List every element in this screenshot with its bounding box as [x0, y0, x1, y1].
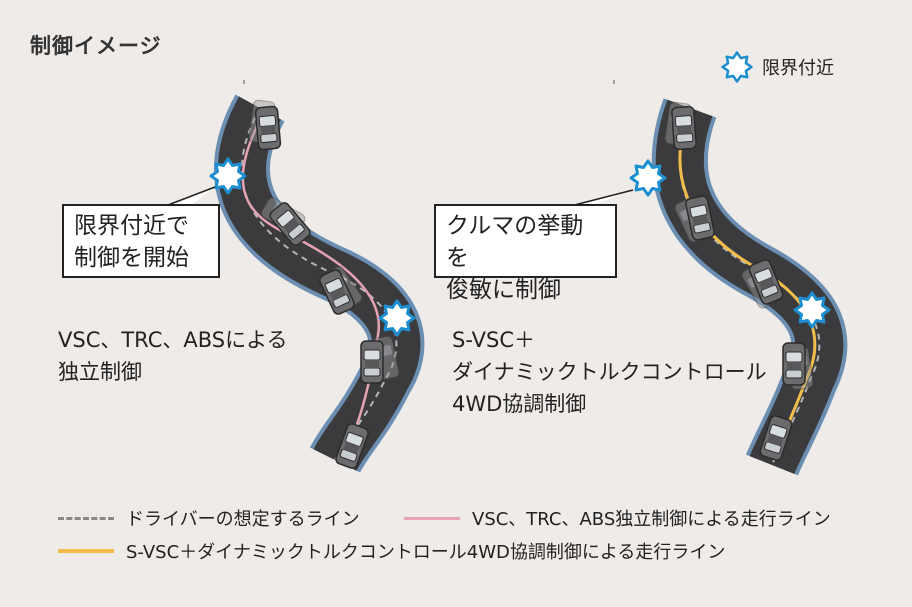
burst-icon — [721, 51, 753, 83]
legend-driver-line: ドライバーの想定するライン — [58, 505, 360, 531]
legend-independent-line: VSC、TRC、ABS独立制御による走行ライン — [404, 505, 831, 531]
limit-legend-label: 限界付近 — [762, 58, 834, 79]
yellow-line-swatch — [58, 549, 114, 553]
left-description: VSC、TRC、ABSによる 独立制御 — [58, 324, 288, 388]
page-title: 制御イメージ — [30, 34, 162, 58]
right-burst-lower — [793, 291, 831, 329]
limit-legend: 限界付近 — [720, 50, 834, 84]
right-callout-line-2: 俊敏に制御 — [446, 277, 561, 303]
left-road — [214, 94, 425, 474]
left-burst-upper — [209, 157, 247, 195]
left-callout-line-2: 制御を開始 — [74, 245, 189, 271]
left-callout-line-1: 限界付近で — [74, 213, 189, 239]
legend-coordinated-line-label: S-VSC＋ダイナミックトルクコントロール4WD協調制御による走行ライン — [126, 542, 726, 563]
pink-line-swatch — [404, 516, 460, 520]
right-description-line-2: ダイナミックトルクコントロール — [452, 360, 767, 384]
legend-coordinated-line: S-VSC＋ダイナミックトルクコントロール4WD協調制御による走行ライン — [58, 538, 725, 564]
right-burst-upper — [629, 159, 667, 197]
left-callout: 限界付近で 制御を開始 — [62, 204, 220, 278]
right-description-line-1: S-VSC＋ — [452, 328, 536, 352]
right-coordinated-line — [678, 111, 817, 461]
dashed-line-swatch — [58, 516, 114, 520]
right-description-line-3: 4WD協調制御 — [452, 392, 587, 416]
right-callout: クルマの挙動を 俊敏に制御 — [434, 204, 617, 303]
right-callout-line-1: クルマの挙動を — [446, 213, 584, 271]
left-description-line-1: VSC、TRC、ABSによる — [58, 328, 288, 352]
legend-independent-line-label: VSC、TRC、ABS独立制御による走行ライン — [472, 509, 831, 530]
left-burst-lower — [378, 299, 416, 337]
left-description-line-2: 独立制御 — [58, 360, 142, 384]
legend-driver-line-label: ドライバーの想定するライン — [126, 509, 360, 530]
right-description: S-VSC＋ ダイナミックトルクコントロール 4WD協調制御 — [452, 324, 767, 420]
